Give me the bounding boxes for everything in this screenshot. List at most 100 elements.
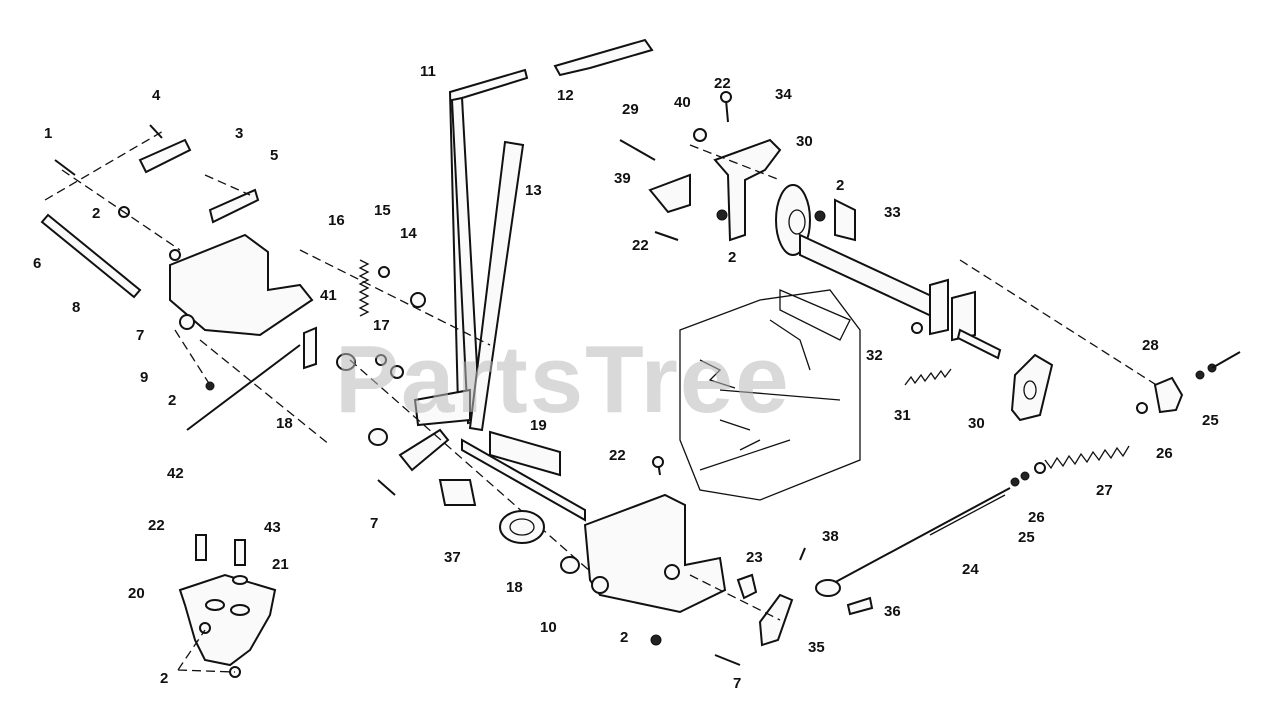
- callout-c3: 3: [235, 125, 243, 142]
- bushing-18a: [336, 353, 356, 371]
- callout-c7a: 7: [136, 327, 144, 344]
- bracket-35: [758, 593, 794, 647]
- callout-c11: 11: [420, 63, 436, 80]
- rod-24: [829, 487, 1011, 586]
- pin-42: [186, 344, 301, 431]
- callout-c8: 8: [72, 299, 80, 316]
- callout-c34: 34: [775, 86, 792, 103]
- callout-c22c: 22: [632, 237, 649, 254]
- nut-2-bottom: [650, 634, 662, 646]
- clamp-37: [499, 510, 545, 544]
- callout-c18b: 18: [506, 579, 523, 596]
- rod-19: [461, 438, 586, 522]
- bolt-4: [149, 124, 163, 139]
- callout-c15: 15: [374, 202, 391, 219]
- callout-c20: 20: [128, 585, 145, 602]
- bolt-22c: [725, 99, 729, 123]
- callout-c13: 13: [525, 182, 542, 199]
- callout-c14: 14: [400, 225, 417, 242]
- callout-c2f: 2: [836, 177, 844, 194]
- bushing-18b: [368, 428, 388, 446]
- callout-c39: 39: [614, 170, 631, 187]
- callout-c38: 38: [822, 528, 839, 545]
- left-bracket-assembly: [40, 124, 331, 446]
- bolt-22-inset: [195, 534, 207, 561]
- callout-c31: 31: [894, 407, 911, 424]
- callout-c17: 17: [373, 317, 390, 334]
- callout-c21: 21: [272, 556, 289, 573]
- clevis: [815, 579, 841, 597]
- callout-c1: 1: [44, 125, 52, 142]
- callout-c5: 5: [270, 147, 278, 164]
- bolt-36: [846, 596, 874, 616]
- bolt-23: [736, 573, 758, 600]
- callout-c23: 23: [746, 549, 763, 566]
- callout-c32: 32: [866, 347, 883, 364]
- bracket-39: [648, 173, 691, 214]
- pin-7: [377, 479, 396, 496]
- clip-15: [378, 266, 390, 278]
- callout-labels: 1222222345677789101112131415161718181920…: [33, 63, 1219, 692]
- callout-c26b: 26: [1028, 509, 1045, 526]
- callout-c33: 33: [884, 204, 901, 221]
- lever-13: [468, 140, 525, 432]
- bolt-43: [234, 539, 246, 566]
- lift-levers: [299, 38, 654, 581]
- washer-26: [1136, 402, 1148, 414]
- callout-c43: 43: [264, 519, 281, 536]
- callout-c19: 19: [530, 417, 547, 434]
- callout-c37: 37: [444, 549, 461, 566]
- callout-c24: 24: [962, 561, 979, 578]
- callout-c26a: 26: [1156, 445, 1173, 462]
- callout-c9: 9: [140, 369, 148, 386]
- bolt-1: [54, 159, 76, 176]
- plate-30b: [1010, 353, 1054, 422]
- axle-8: [40, 213, 142, 299]
- washer-14: [410, 292, 426, 308]
- callout-c30a: 30: [796, 133, 813, 150]
- mount: [779, 289, 851, 341]
- inset-detail: [177, 534, 277, 678]
- bracket-20: [178, 573, 277, 667]
- callout-c7c: 7: [733, 675, 741, 692]
- spring-31: [904, 368, 952, 386]
- callout-c7b: 7: [370, 515, 378, 532]
- callout-c30b: 30: [968, 415, 985, 432]
- callout-c27: 27: [1096, 482, 1113, 499]
- bolt-29: [619, 139, 656, 161]
- callout-c2c: 2: [160, 670, 168, 687]
- bushing-18c: [560, 556, 580, 574]
- callout-c29: 29: [622, 101, 639, 118]
- callout-c25a: 25: [1202, 412, 1219, 429]
- callout-c4: 4: [152, 87, 161, 104]
- callout-c6: 6: [33, 255, 41, 272]
- callout-c25b: 25: [1018, 529, 1035, 546]
- nut-2-lower: [205, 381, 215, 391]
- spring-16: [358, 259, 370, 317]
- callout-c35: 35: [808, 639, 825, 656]
- pivot-tube: [438, 479, 477, 506]
- bracket-10: [583, 493, 727, 614]
- washer-21: [232, 575, 248, 585]
- callout-c40: 40: [674, 94, 691, 111]
- nut-6: [169, 249, 181, 261]
- right-shaft-assembly: [619, 91, 1241, 422]
- callout-c12: 12: [557, 87, 574, 104]
- bushing: [179, 314, 195, 330]
- callout-c28: 28: [1142, 337, 1159, 354]
- nut-17: [375, 354, 387, 366]
- callout-c22b: 22: [609, 447, 626, 464]
- lever-base: [413, 388, 471, 427]
- plate-3-upper: [138, 138, 192, 174]
- spring-27: [1044, 445, 1130, 470]
- callout-c18a: 18: [276, 415, 293, 432]
- callout-c22d: 22: [714, 75, 731, 92]
- pin-7c: [714, 654, 741, 666]
- bracket-34: [713, 138, 782, 242]
- slider-19: [489, 430, 561, 477]
- callout-c10: 10: [540, 619, 557, 636]
- nut-32: [911, 322, 923, 334]
- engine-outline: [679, 289, 861, 501]
